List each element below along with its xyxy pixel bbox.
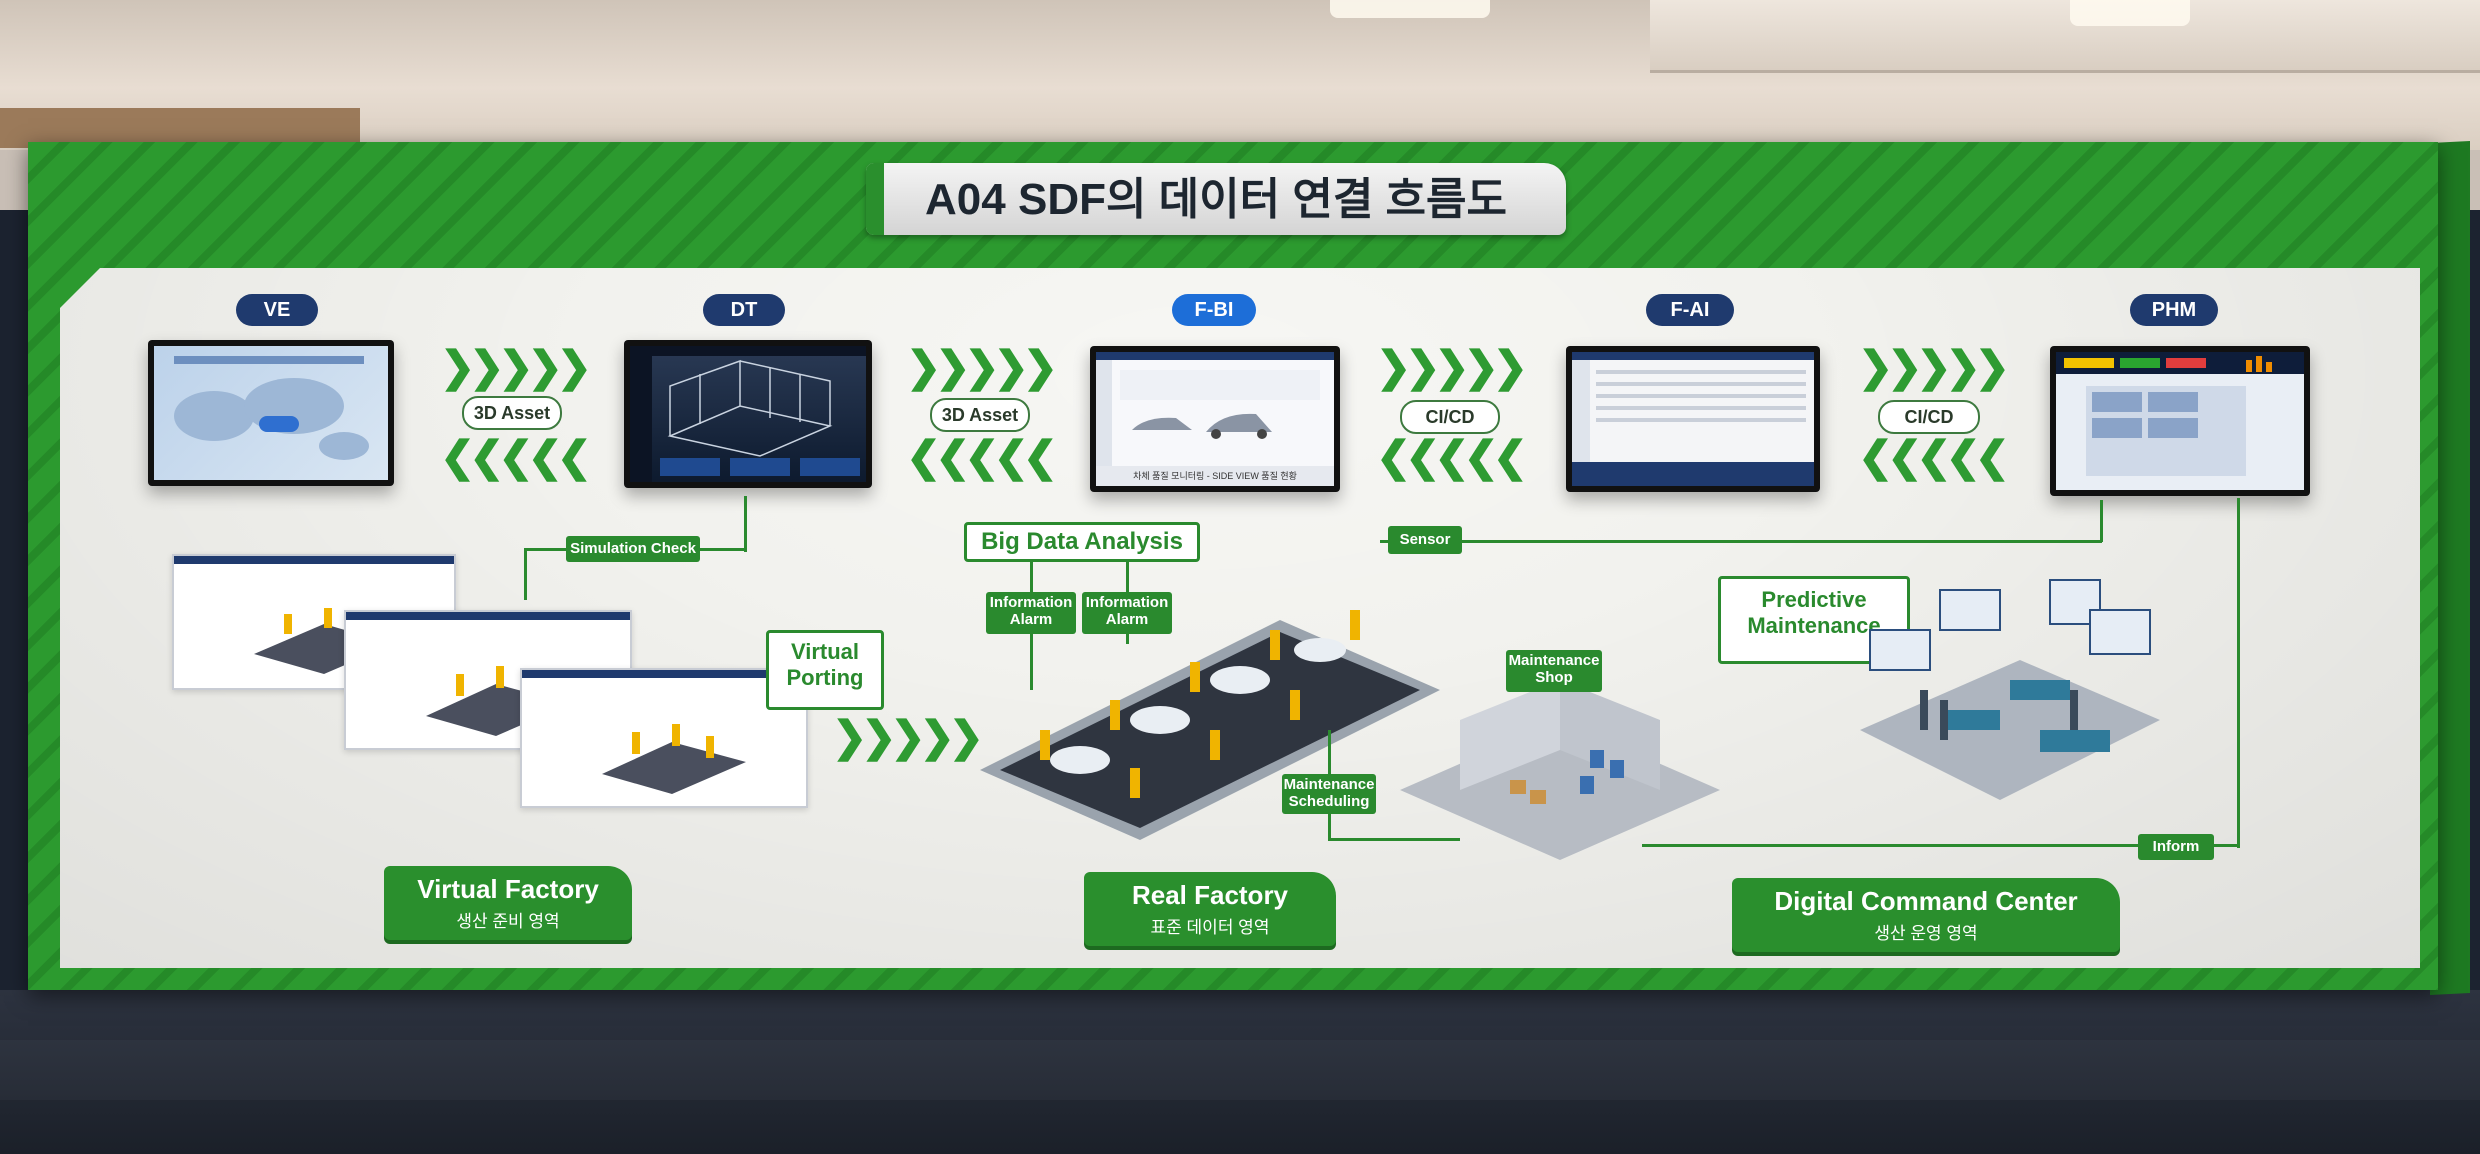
title-accent [866,163,884,235]
label-inform: Inform [2138,834,2214,860]
ai-dashboard-graphic [1572,352,1814,486]
label-big-data-analysis: Big Data Analysis [964,522,1200,562]
board-title: A04 SDF의 데이터 연결 흐름도 [925,175,1507,224]
connector-3d-asset: 3D Asset [462,396,562,430]
chevron-left-icon: ❮❮❮❮❮ [1858,433,2010,480]
flow-line [1328,838,1460,841]
command-center-illustration [1860,579,2160,800]
section-subtitle: 생산 운영 영역 [1874,924,1978,943]
floor-reflection [0,1040,2480,1100]
section-title: Real Factory [1131,880,1289,910]
fbi-caption: 차체 품질 모니터링 - SIDE VIEW 품질 현황 [1096,466,1334,486]
chevron-right-icon: ❯❯❯❯❯ [832,713,984,760]
label-sensor: Sensor [1388,526,1462,554]
dt-screen [630,346,866,482]
factory-layout-graphic [602,724,746,794]
monitor-ve [148,340,394,486]
chevron-right-icon: ❯❯❯❯❯ [440,343,592,390]
label-information-alarm: Information Alarm [986,592,1076,634]
label-virtual-porting: Virtual Porting [766,630,884,710]
fbi-screen: 차체 품질 모니터링 - SIDE VIEW 품질 현황 [1096,352,1334,486]
flow-line [2100,500,2103,542]
stage-pill-ve: VE [236,294,318,326]
virtual-factory-window [520,668,808,808]
section-digital-command-center: Digital Command Center 생산 운영 영역 [1732,878,2120,952]
flow-line [1642,844,2240,847]
monitor-fai [1566,346,1820,492]
ceiling-light [2070,0,2190,26]
flow-line [524,548,527,600]
real-factory-illustration [980,610,1440,840]
label-maintenance-scheduling: Maintenance Scheduling [1282,774,1376,814]
car-quality-graphic [1096,352,1334,486]
world-map-graphic [174,356,369,460]
ve-screen [154,346,388,480]
phm-screen [2056,352,2304,490]
section-virtual-factory: Virtual Factory 생산 준비 영역 [384,866,632,940]
label-information-alarm: Information Alarm [1082,592,1172,634]
chevron-left-icon: ❮❮❮❮❮ [1376,433,1528,480]
chevron-right-icon: ❯❯❯❯❯ [1376,343,1528,390]
flow-line [524,548,568,551]
monitor-dt [624,340,872,488]
section-subtitle: 생산 준비 영역 [456,912,560,931]
connector-3d-asset: 3D Asset [930,398,1030,432]
section-title: Virtual Factory [417,874,599,904]
label-maintenance-shop: Maintenance Shop [1506,650,1602,692]
chevron-right-icon: ❯❯❯❯❯ [906,343,1058,390]
flow-line [696,548,746,551]
section-subtitle: 표준 데이터 영역 [1150,918,1270,937]
monitor-fbi: 차체 품질 모니터링 - SIDE VIEW 품질 현황 [1090,346,1340,492]
title-plate [866,163,1566,235]
ceiling-light [1330,0,1490,18]
stage-pill-dt: DT [703,294,785,326]
connector-ci-cd: CI/CD [1878,400,1980,434]
section-title: Digital Command Center [1774,886,2078,916]
fai-screen [1572,352,1814,486]
monitor-phm [2050,346,2310,496]
flow-line [2237,498,2240,848]
phm-dashboard-graphic [2056,352,2304,476]
chevron-left-icon: ❮❮❮❮❮ [440,433,592,480]
flow-line [744,496,747,552]
label-simulation-check: Simulation Check [566,536,700,562]
wood-trim [0,108,360,148]
digital-twin-graphic [630,346,866,482]
stage-pill-phm: PHM [2130,294,2218,326]
flow-line [1380,540,2102,543]
stage-pill-fai: F-AI [1646,294,1734,326]
section-real-factory: Real Factory 표준 데이터 영역 [1084,872,1336,946]
ceiling-panel [1650,0,2480,73]
connector-ci-cd: CI/CD [1400,400,1500,434]
stage-pill-fbi: F-BI [1172,294,1256,326]
maintenance-shop-illustration [1400,680,1720,860]
chevron-left-icon: ❮❮❮❮❮ [906,433,1058,480]
chevron-right-icon: ❯❯❯❯❯ [1858,343,2010,390]
floor [0,990,2480,1154]
